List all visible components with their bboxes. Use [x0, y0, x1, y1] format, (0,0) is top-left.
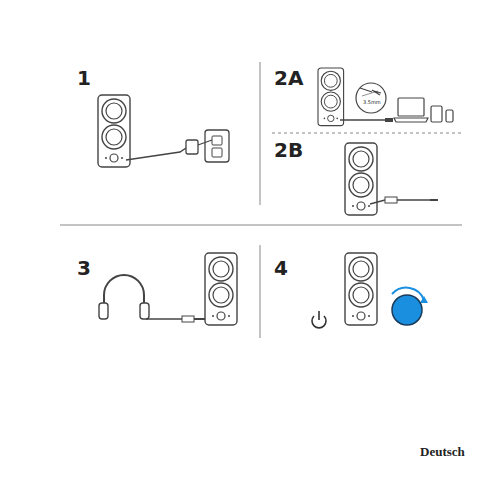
- speaker: [318, 68, 344, 126]
- magnifier: [356, 83, 386, 113]
- laptop: [398, 98, 424, 116]
- speaker: [98, 95, 130, 167]
- divider: [272, 133, 462, 134]
- power-cable: [126, 148, 186, 160]
- wall-outlet: [205, 130, 229, 162]
- step-number: 1: [77, 68, 91, 88]
- volume-knob: [392, 295, 422, 325]
- divider: [260, 245, 261, 338]
- power-adapter: [186, 140, 198, 154]
- divider: [60, 225, 462, 226]
- headphone-cable: [146, 318, 182, 319]
- speaker: [345, 143, 377, 215]
- step-number: 2B: [274, 140, 303, 160]
- jack-size: 3.5mm: [363, 100, 381, 105]
- tablet: [431, 106, 442, 122]
- audio-cable: [370, 200, 430, 204]
- headphones: [104, 275, 144, 312]
- speaker: [345, 253, 377, 325]
- phone: [446, 110, 453, 122]
- step-number: 2A: [274, 68, 303, 88]
- audio-cable: [340, 119, 385, 120]
- divider: [260, 62, 261, 205]
- step-number: 3: [77, 258, 91, 278]
- language-label: Deutsch: [420, 445, 465, 458]
- speaker: [205, 253, 237, 325]
- step-number: 4: [274, 258, 288, 278]
